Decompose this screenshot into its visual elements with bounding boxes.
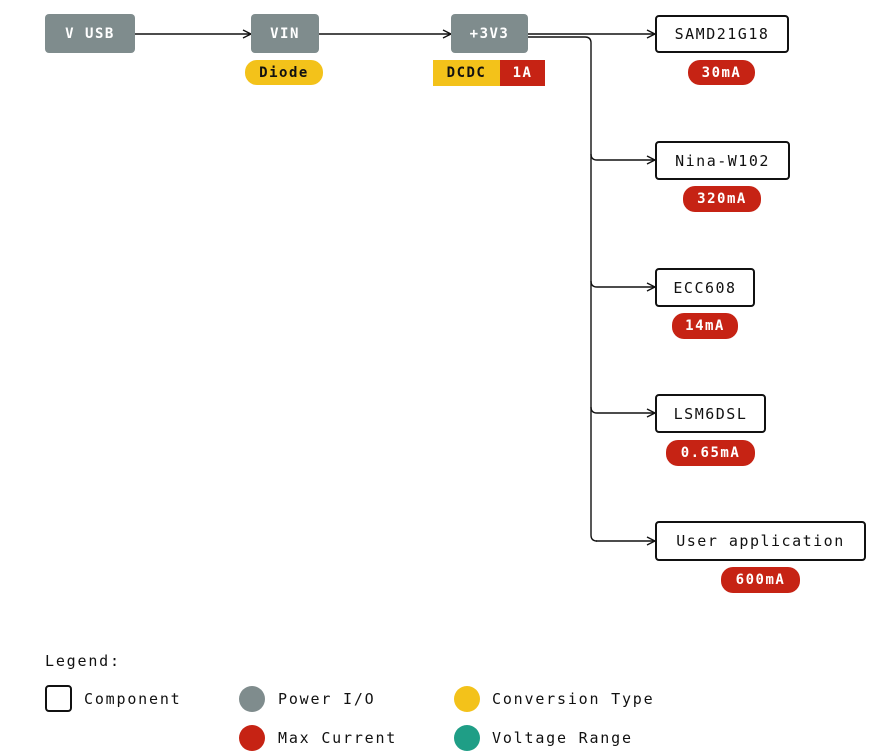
current-user-application: 600mA <box>721 567 800 593</box>
legend-conversion-type-swatch <box>454 686 480 712</box>
power-node-vusb: V USB <box>45 14 135 53</box>
power-node-3v3: +3V3 <box>451 14 528 53</box>
3v3-conversion-dcdc: DCDC <box>433 60 500 86</box>
branch-nina <box>590 153 655 160</box>
component-user-application: User application <box>655 521 866 561</box>
branch-lsm <box>590 406 655 413</box>
legend-voltage-range-swatch <box>454 725 480 751</box>
3v3-max-current: 1A <box>500 60 545 86</box>
legend-component-swatch <box>45 685 72 712</box>
current-lsm6dsl: 0.65mA <box>666 440 755 466</box>
component-samd21g18: SAMD21G18 <box>655 15 789 53</box>
legend-max-current-label: Max Current <box>278 729 398 747</box>
legend-voltage-range-label: Voltage Range <box>492 729 633 747</box>
legend-component-label: Component <box>84 690 182 708</box>
branch-ecc <box>590 280 655 287</box>
vin-conversion-diode: Diode <box>245 60 323 85</box>
current-samd21g18: 30mA <box>688 60 755 85</box>
3v3-branch-trunk <box>528 36 598 542</box>
legend-max-current-swatch <box>239 725 265 751</box>
component-lsm6dsl: LSM6DSL <box>655 394 766 433</box>
power-node-vin: VIN <box>251 14 319 53</box>
component-nina-w102: Nina-W102 <box>655 141 790 180</box>
legend-power-io-label: Power I/O <box>278 690 376 708</box>
legend-conversion-type-label: Conversion Type <box>492 690 655 708</box>
legend-title: Legend: <box>45 652 121 670</box>
current-ecc608: 14mA <box>672 313 738 339</box>
component-ecc608: ECC608 <box>655 268 755 307</box>
legend-power-io-swatch <box>239 686 265 712</box>
current-nina-w102: 320mA <box>683 186 761 212</box>
